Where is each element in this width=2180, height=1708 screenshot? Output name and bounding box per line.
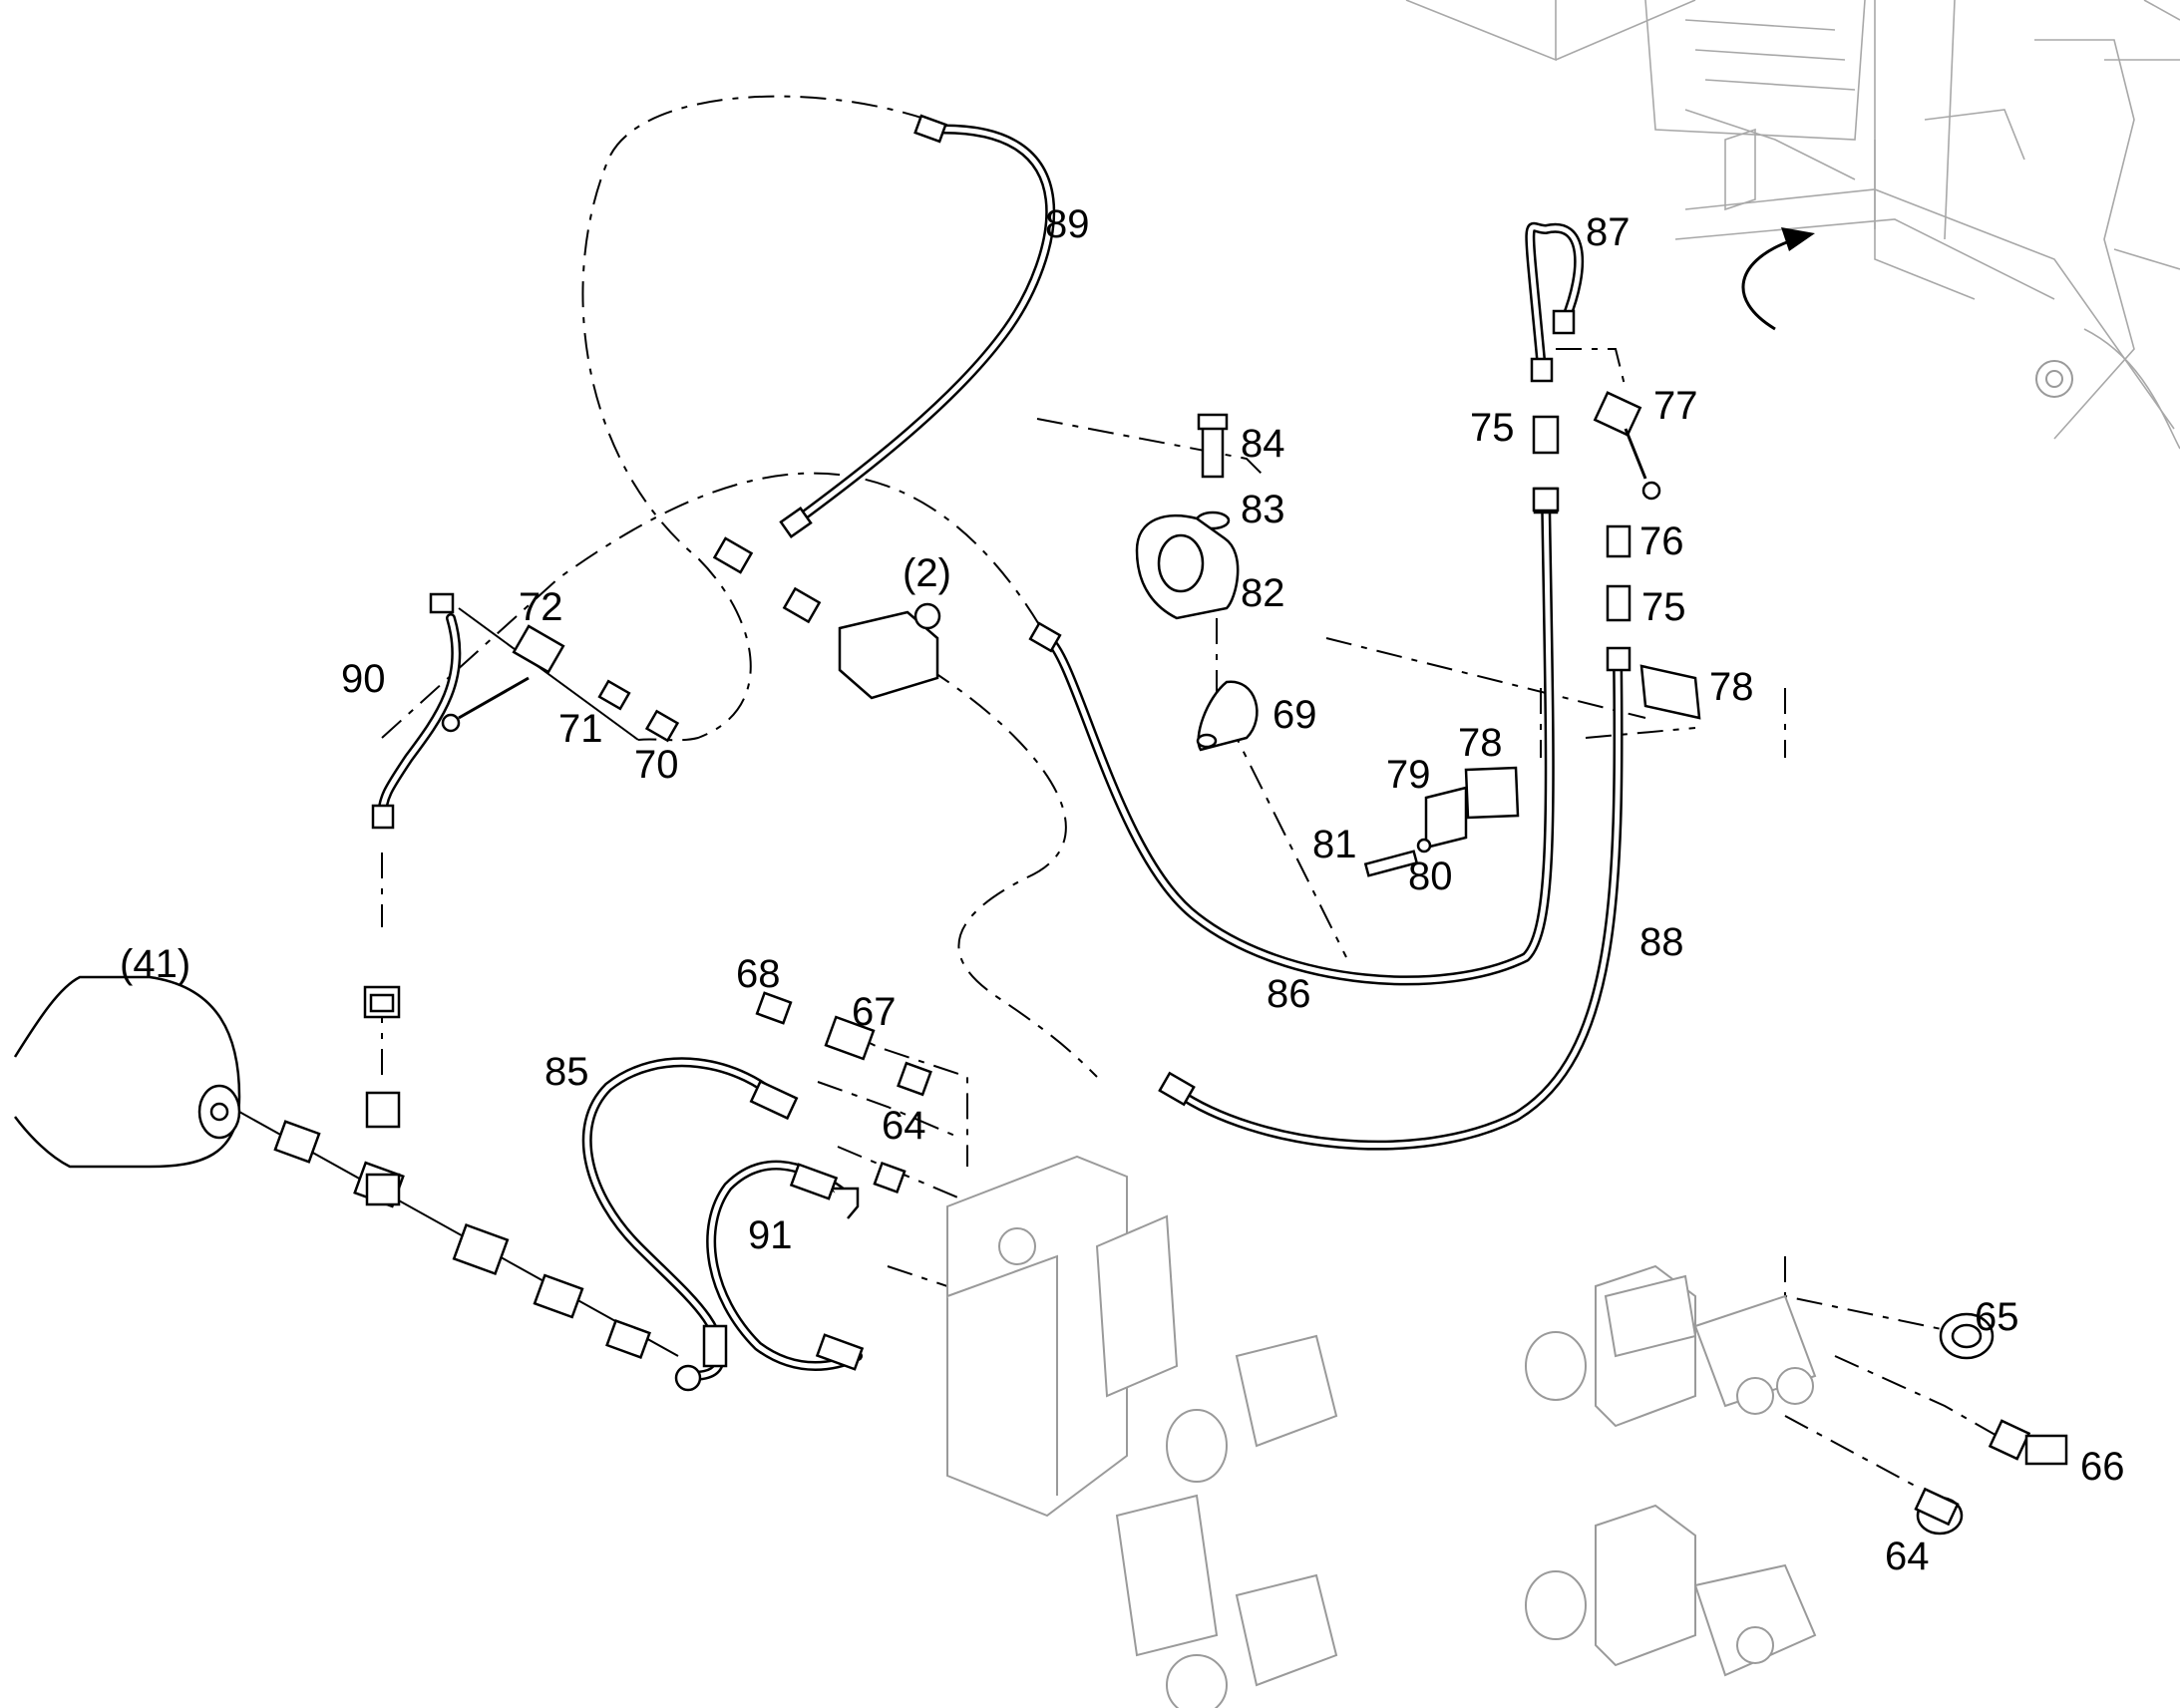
fittings-75-76-77 — [1532, 391, 1661, 622]
label-79: 79 — [1386, 753, 1431, 797]
label-71: 71 — [558, 707, 603, 751]
label-86: 86 — [1267, 972, 1311, 1016]
label-81: 81 — [1312, 823, 1357, 866]
hose-90 — [371, 592, 462, 830]
label-91: 91 — [748, 1213, 793, 1257]
label-2: (2) — [903, 551, 951, 595]
label-67: 67 — [852, 990, 897, 1034]
label-88: 88 — [1639, 920, 1684, 964]
routing-arrow — [1741, 227, 1815, 331]
valve-block-centre — [946, 1155, 1338, 1708]
label-75-top: 75 — [1470, 406, 1515, 450]
hose-88 — [1158, 646, 1632, 1151]
label-84: 84 — [1241, 422, 1285, 466]
label-64-right: 64 — [1885, 1535, 1930, 1578]
hose-86 — [1028, 487, 1559, 986]
fittings-64-67-68 — [755, 991, 932, 1195]
valve-block-right — [1525, 1264, 1817, 1677]
label-66: 66 — [2080, 1445, 2125, 1489]
label-85: 85 — [545, 1050, 589, 1094]
part-labels: (2) (41) 64 64 65 66 67 68 69 70 71 72 7… — [120, 202, 2125, 1578]
label-78-right: 78 — [1709, 665, 1754, 709]
machine-frame — [1405, 0, 2180, 450]
label-83: 83 — [1241, 488, 1285, 531]
label-90: 90 — [341, 657, 386, 701]
bracket-assembly — [1363, 664, 1701, 877]
hose-85 — [581, 1057, 799, 1392]
label-70: 70 — [634, 743, 679, 787]
label-77: 77 — [1653, 384, 1698, 428]
label-78-left: 78 — [1458, 721, 1503, 765]
label-41: (41) — [120, 942, 190, 986]
label-76: 76 — [1639, 519, 1684, 563]
label-72: 72 — [519, 585, 563, 629]
plugs-right — [1914, 1312, 2068, 1536]
hose-87 — [1525, 221, 1585, 383]
hose-89 — [779, 114, 1056, 538]
label-68: 68 — [736, 952, 781, 996]
label-80: 80 — [1408, 854, 1453, 898]
label-65: 65 — [1975, 1295, 2019, 1339]
label-64-centre: 64 — [882, 1104, 926, 1148]
label-69: 69 — [1272, 693, 1317, 737]
hose-91 — [706, 1160, 865, 1371]
leader-lines — [381, 95, 2015, 1487]
accumulator-41 — [13, 975, 241, 1169]
label-89: 89 — [1045, 202, 1090, 246]
label-87: 87 — [1586, 210, 1631, 254]
clamp-assembly — [1135, 413, 1259, 752]
label-75-bottom: 75 — [1641, 585, 1686, 629]
top-fittings — [441, 536, 941, 743]
fitting-chain — [238, 985, 679, 1359]
label-82: 82 — [1241, 571, 1285, 615]
